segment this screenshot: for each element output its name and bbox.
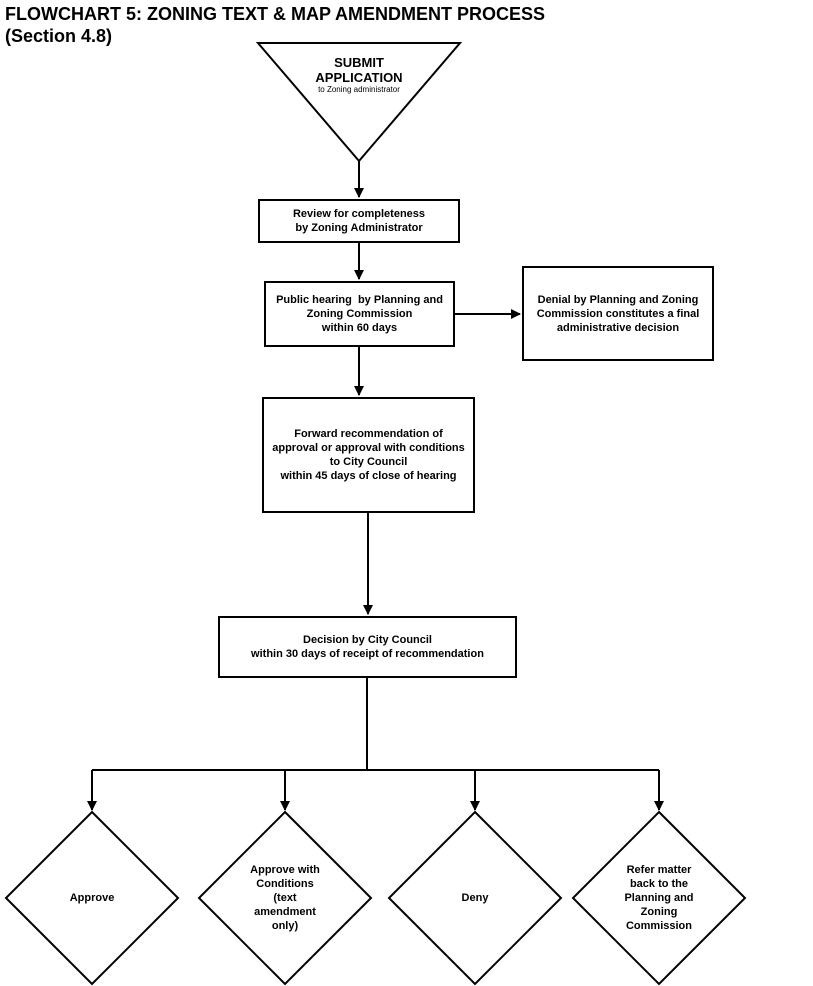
approve-conditions-line4: amendment: [254, 906, 316, 918]
deny-label: Deny: [461, 892, 489, 904]
review-node: Review for completeness by Zoning Admini…: [258, 199, 460, 243]
hearing-line2: Zoning Commission: [306, 308, 413, 320]
approve-conditions-line5: only): [271, 920, 299, 932]
forward-line3: to City Council: [329, 456, 408, 468]
hearing-line3: within 60 days: [321, 322, 398, 334]
council-decision-node: Decision by City Council within 30 days …: [218, 616, 517, 678]
review-line1: Review for completeness: [292, 208, 426, 220]
submit-triangle: [255, 42, 463, 163]
public-hearing-node: Public hearing by Planning and Zoning Co…: [264, 281, 455, 347]
denial-line2: Commission constitutes a final: [536, 307, 700, 320]
approve-node: Approve: [42, 858, 142, 938]
refer-line4: Zoning: [640, 906, 678, 918]
hearing-line1: Public hearing by Planning and: [276, 294, 443, 306]
approve-conditions-line1: Approve with: [250, 864, 320, 876]
approve-diamond: [4, 810, 180, 986]
submit-label-sub: to Zoning administrator: [318, 85, 400, 94]
refer-back-node: Refer matter back to the Planning and Zo…: [609, 858, 709, 938]
approve-conditions-line2: Conditions: [256, 878, 314, 890]
submit-label-line2: APPLICATION: [315, 70, 403, 85]
forward-recommendation-node: Forward recommendation of approval or ap…: [262, 397, 475, 513]
refer-line1: Refer matter: [626, 864, 692, 876]
review-line2: by Zoning Administrator: [295, 222, 423, 234]
approve-conditions-diamond: [197, 810, 373, 986]
refer-line5: Commission: [625, 920, 692, 932]
denial-line1: Denial by Planning and Zoning: [537, 293, 699, 306]
forward-line4: within 45 days of close of hearing: [280, 470, 457, 482]
approve-conditions-line3: (text: [273, 892, 297, 904]
forward-line2: approval or approval with conditions: [272, 442, 465, 454]
deny-diamond: [387, 810, 563, 986]
denial-line3: administrative decision: [556, 321, 680, 334]
deny-node: Deny: [425, 858, 525, 938]
refer-line3: Planning and: [624, 892, 694, 904]
submit-label-line1: SUBMIT: [334, 55, 384, 70]
submit-application-node: SUBMIT APPLICATION to Zoning administrat…: [284, 50, 434, 100]
forward-line1: Forward recommendation of: [294, 428, 443, 440]
decision-line1: Decision by City Council: [303, 634, 432, 646]
flowchart-title: FLOWCHART 5: ZONING TEXT & MAP AMENDMENT…: [5, 4, 545, 24]
refer-line2: back to the: [629, 878, 689, 890]
denial-node: Denial by Planning and Zoning Commission…: [522, 266, 714, 361]
decision-line2: within 30 days of receipt of recommendat…: [251, 648, 484, 660]
approve-label: Approve: [69, 892, 115, 904]
refer-diamond: [571, 810, 747, 986]
flowchart-subtitle: (Section 4.8): [5, 26, 113, 46]
approve-conditions-node: Approve with Conditions (text amendment …: [235, 858, 335, 938]
